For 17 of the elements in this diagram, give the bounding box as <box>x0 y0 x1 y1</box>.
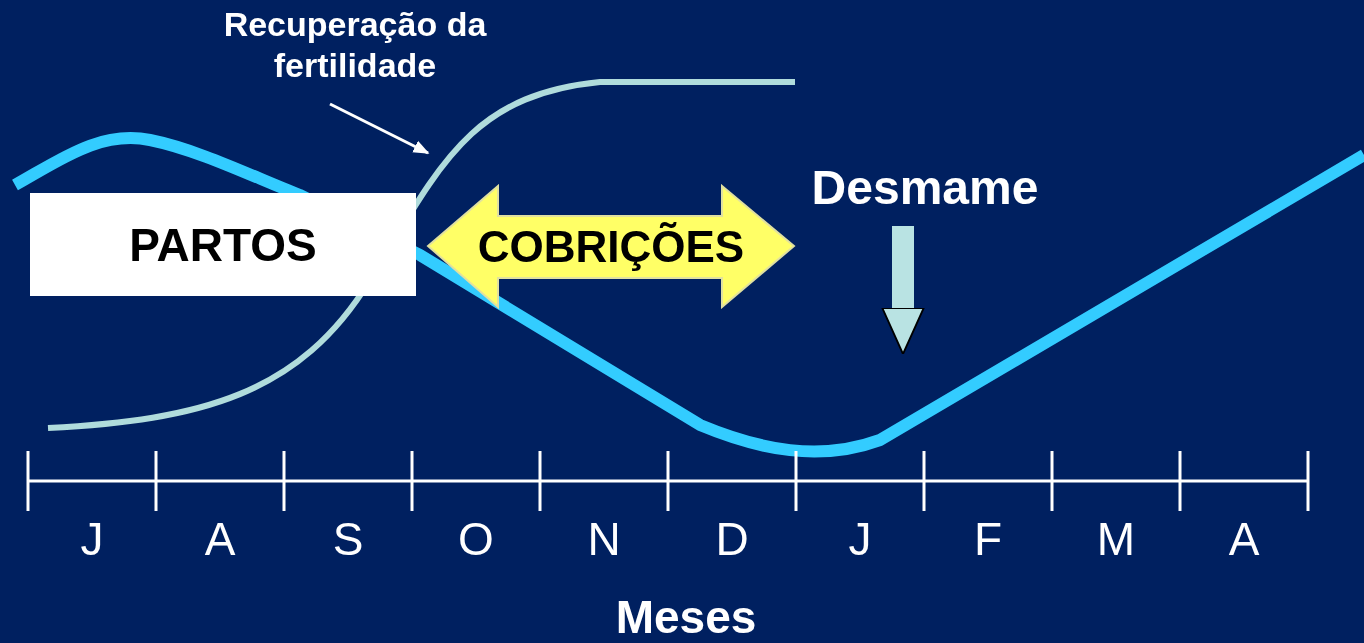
annotation-text: Desmame <box>790 158 1060 222</box>
down-arrow <box>881 226 925 355</box>
month-label: A <box>203 512 237 566</box>
month-label: O <box>457 512 495 566</box>
axis-title: Meses <box>614 590 758 643</box>
month-label: D <box>714 512 750 566</box>
annotation-text: Recuperação da fertilidade <box>215 4 495 104</box>
month-label: F <box>972 512 1004 566</box>
leader-line <box>329 102 430 155</box>
month-label: A <box>1227 512 1261 566</box>
month-label: M <box>1095 512 1137 566</box>
arrow-label: COBRIÇÕES <box>477 221 745 272</box>
month-label: S <box>331 512 365 566</box>
month-label: J <box>847 512 873 566</box>
month-label: J <box>79 512 105 566</box>
fertility-curve <box>47 79 795 431</box>
month-label: N <box>586 512 622 566</box>
